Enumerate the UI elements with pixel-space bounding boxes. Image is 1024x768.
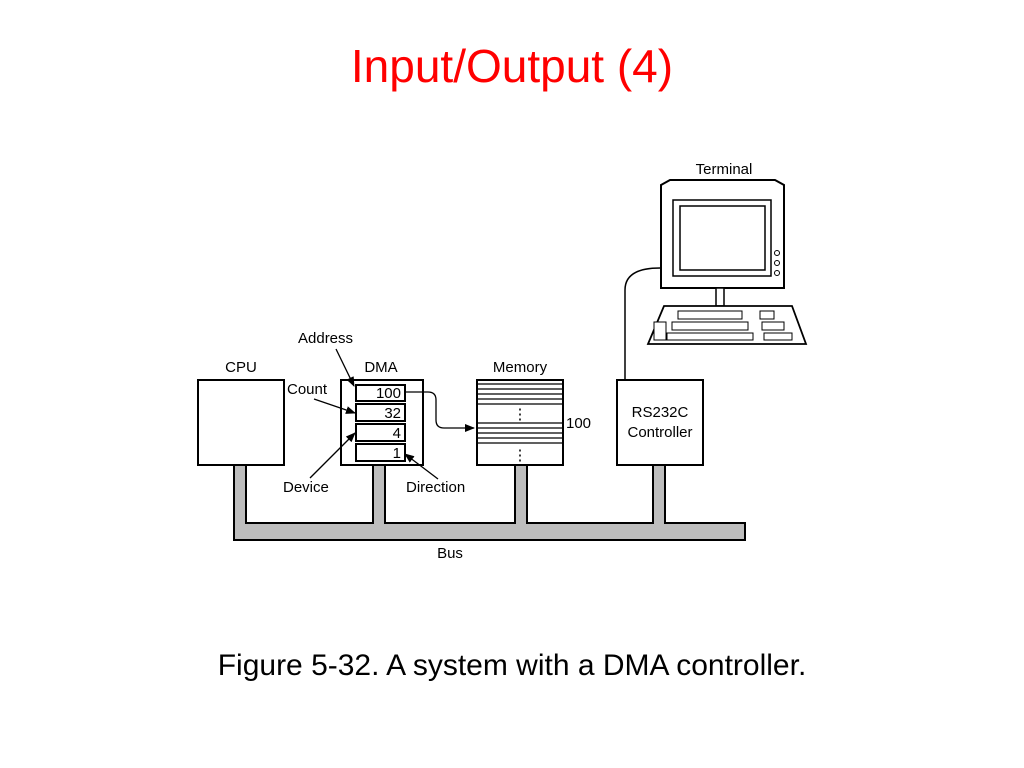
cpu-box (197, 379, 285, 466)
terminal-cable (624, 267, 661, 380)
address-pointer-arrow (405, 391, 475, 432)
dma-register-device (355, 423, 406, 442)
dma-label: DMA (364, 359, 397, 376)
bus (233, 464, 746, 541)
figure-caption: Figure 5-32. A system with a DMA control… (217, 649, 807, 682)
device-arrow (309, 432, 356, 479)
dma-register-count-value: 32 (384, 405, 401, 422)
address-arrow (335, 348, 355, 387)
memory-dots-upper: ⋮ (513, 406, 528, 423)
cpu-label: CPU (225, 359, 257, 376)
device-callout-label: Device (283, 479, 329, 496)
slide-title: Input/Output (4) (350, 40, 674, 92)
rs232c-controller-label-line1: RS232C (632, 404, 689, 421)
dma-register-address-value: 100 (376, 385, 401, 402)
terminal-label: Terminal (696, 161, 753, 178)
terminal-monitor (660, 179, 785, 307)
dma-register-address (355, 384, 406, 402)
bus-label: Bus (437, 545, 463, 562)
terminal-keyboard (646, 305, 808, 345)
count-arrow (313, 398, 356, 414)
memory-label: Memory (493, 359, 548, 376)
memory-block (476, 379, 564, 466)
dma-register-device-value: 4 (393, 425, 401, 442)
direction-arrow (404, 453, 439, 480)
direction-callout-label: Direction (406, 479, 465, 496)
memory-dots-lower: ⋮ (513, 447, 528, 464)
dma-register-count (355, 403, 406, 422)
dma-register-direction (355, 443, 406, 462)
count-callout-label: Count (287, 381, 328, 398)
rs232c-controller-label-line2: Controller (627, 424, 692, 441)
rs232c-controller-box (616, 379, 704, 466)
dma-register-direction-value: 1 (393, 445, 401, 462)
memory-address-label: 100 (566, 415, 591, 432)
dma-register-stack: 100 32 4 1 (355, 384, 406, 462)
address-callout-label: Address (298, 330, 353, 347)
